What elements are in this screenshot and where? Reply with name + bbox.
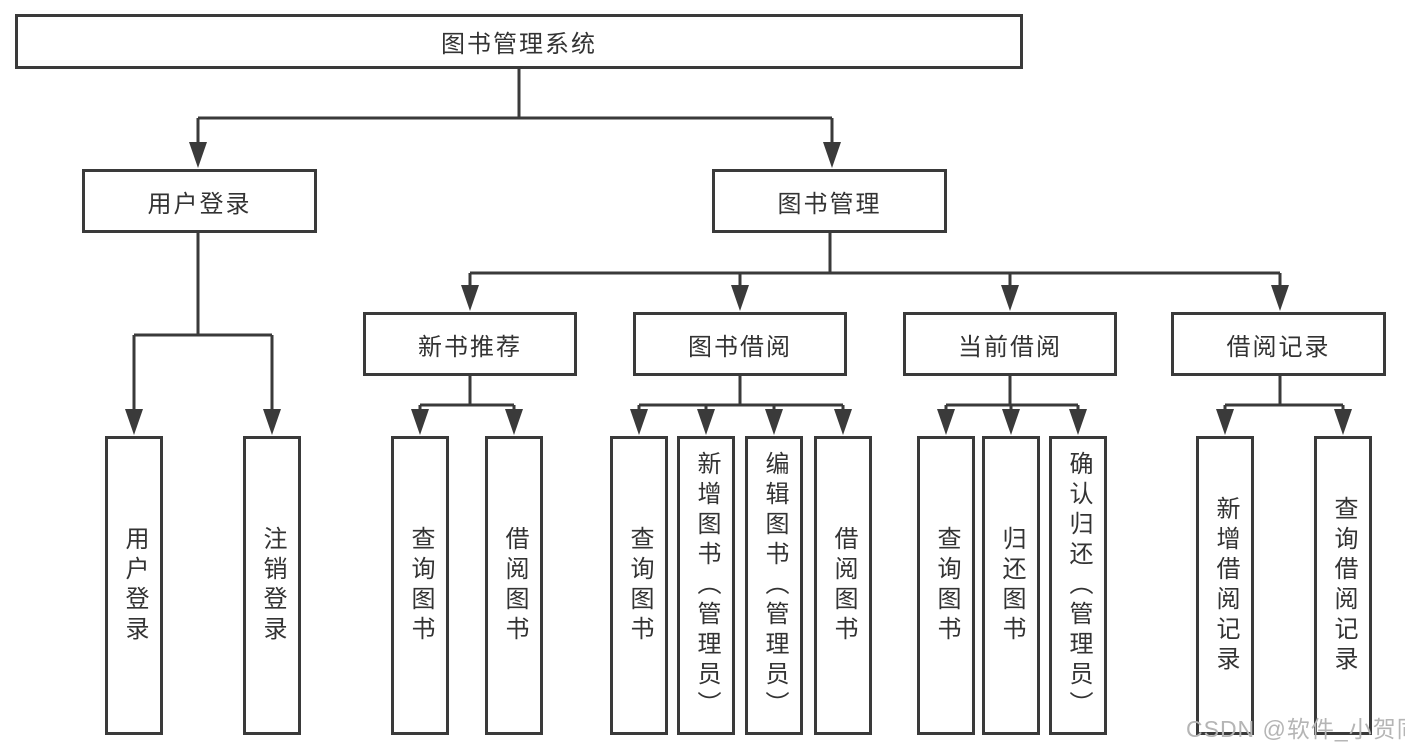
leaf-borrow-query-books-label: 查询图书 bbox=[626, 525, 653, 646]
node-book-borrow-label: 图书借阅 bbox=[688, 333, 792, 361]
leaf-recommend-borrow-books: 借阅图书 bbox=[485, 436, 543, 735]
node-borrow-records-label: 借阅记录 bbox=[1226, 333, 1331, 361]
leaf-query-borrow-record: 查询借阅记录 bbox=[1314, 436, 1372, 735]
leaf-recommend-query-books-label: 查询图书 bbox=[407, 525, 434, 646]
node-new-book-recommend-label: 新书推荐 bbox=[418, 333, 522, 361]
leaf-borrow-query-books: 查询图书 bbox=[610, 436, 668, 735]
node-book-management: 图书管理 bbox=[712, 169, 947, 233]
leaf-confirm-return-admin: 确认归还（管理员） bbox=[1049, 436, 1107, 735]
leaf-logout-label: 注销登录 bbox=[259, 525, 286, 646]
node-user-login: 用户登录 bbox=[82, 169, 317, 233]
csdn-watermark: CSDN @软件_小贺同学 bbox=[1186, 716, 1405, 742]
node-current-borrow: 当前借阅 bbox=[903, 312, 1117, 376]
leaf-query-borrow-record-label: 查询借阅记录 bbox=[1330, 495, 1357, 676]
leaf-logout: 注销登录 bbox=[243, 436, 301, 735]
node-book-borrow: 图书借阅 bbox=[633, 312, 847, 376]
leaf-user-login: 用户登录 bbox=[105, 436, 163, 735]
leaf-add-books-admin: 新增图书（管理员） bbox=[677, 436, 735, 735]
leaf-edit-books-admin: 编辑图书（管理员） bbox=[745, 436, 803, 735]
node-library-system-label: 图书管理系统 bbox=[441, 31, 597, 58]
node-user-login-label: 用户登录 bbox=[147, 190, 252, 218]
node-new-book-recommend: 新书推荐 bbox=[363, 312, 577, 376]
leaf-add-books-admin-label: 新增图书（管理员） bbox=[693, 450, 720, 721]
arrowheads bbox=[125, 142, 1352, 435]
leaf-return-books: 归还图书 bbox=[982, 436, 1040, 735]
leaf-current-query-books-label: 查询图书 bbox=[933, 525, 960, 646]
leaf-add-borrow-record: 新增借阅记录 bbox=[1196, 436, 1254, 735]
leaf-edit-books-admin-label: 编辑图书（管理员） bbox=[761, 450, 788, 721]
leaf-recommend-borrow-books-label: 借阅图书 bbox=[501, 525, 528, 646]
leaf-user-login-label: 用户登录 bbox=[121, 525, 148, 646]
leaf-confirm-return-admin-label: 确认归还（管理员） bbox=[1065, 450, 1092, 721]
leaf-borrow-books-label: 借阅图书 bbox=[830, 525, 857, 646]
leaf-add-borrow-record-label: 新增借阅记录 bbox=[1212, 495, 1239, 676]
node-borrow-records: 借阅记录 bbox=[1171, 312, 1386, 376]
leaf-current-query-books: 查询图书 bbox=[917, 436, 975, 735]
leaf-borrow-books: 借阅图书 bbox=[814, 436, 872, 735]
leaf-return-books-label: 归还图书 bbox=[998, 525, 1025, 646]
leaf-recommend-query-books: 查询图书 bbox=[391, 436, 449, 735]
node-book-management-label: 图书管理 bbox=[777, 190, 882, 218]
node-library-system: 图书管理系统 bbox=[15, 14, 1023, 69]
node-current-borrow-label: 当前借阅 bbox=[958, 333, 1062, 361]
